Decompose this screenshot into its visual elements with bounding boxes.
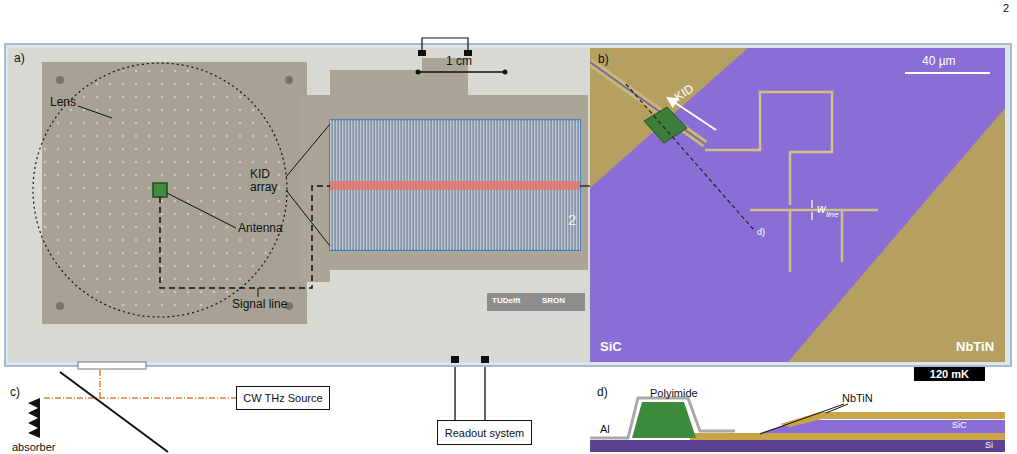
material-label: Si <box>985 441 993 451</box>
absorber-symbol <box>28 398 40 438</box>
source-box: CW THz Source <box>236 386 330 410</box>
node-text: 120 mK <box>914 367 985 381</box>
beam-splitter <box>60 372 168 452</box>
nbtin-layer <box>780 412 1005 427</box>
nbtin-layer <box>690 433 1005 440</box>
panel-label: d) <box>597 386 608 399</box>
polyimide-layer <box>632 402 696 438</box>
cryostat-frame: 120 mK <box>4 43 1012 367</box>
node-text: CW THz Source <box>243 392 322 404</box>
material-label: SiC <box>952 421 967 431</box>
material-label: Al <box>600 423 610 435</box>
signal-wire <box>484 367 485 420</box>
part-label: absorber <box>12 441 55 453</box>
sic-layer <box>760 420 1005 433</box>
material-label: Polyimide <box>650 387 698 399</box>
leader-line <box>826 404 848 413</box>
readout-box: Readout system <box>437 420 532 445</box>
panel-label: c) <box>10 386 20 399</box>
signal-wire <box>454 367 455 420</box>
page-number: 2 <box>1003 2 1009 14</box>
material-label: NbTiN <box>842 392 873 404</box>
al-layer <box>590 398 735 438</box>
leader-line <box>760 404 844 434</box>
thz-beam <box>44 370 236 398</box>
si-substrate <box>590 440 1005 452</box>
node-text: Readout system <box>445 427 524 439</box>
